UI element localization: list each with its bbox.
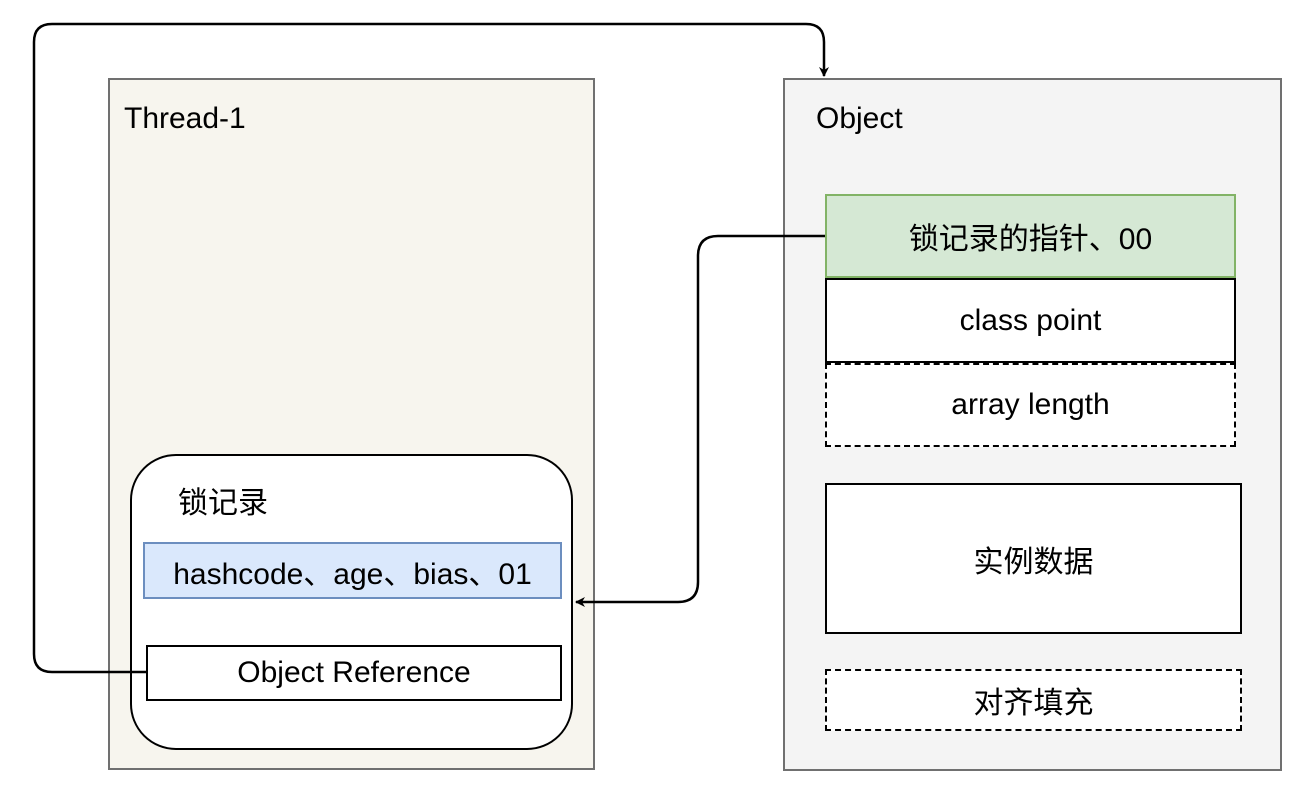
lock-pointer-field: 锁记录的指针、00 — [825, 194, 1236, 278]
displaced-mark-word-label: hashcode、age、bias、01 — [173, 557, 532, 591]
lock-pointer-arrow — [575, 234, 825, 607]
array-length-field: array length — [825, 363, 1236, 447]
object-reference-arrow — [32, 22, 829, 674]
object-reference-label: Object Reference — [237, 656, 471, 689]
class-point-field: class point — [825, 278, 1236, 363]
instance-data-label: 实例数据 — [973, 545, 1094, 579]
class-point-label: class point — [959, 303, 1102, 337]
padding-box: 对齐填充 — [825, 669, 1242, 731]
lock-pointer-label: 锁记录的指针、00 — [908, 223, 1153, 256]
object-title: Object — [816, 102, 903, 135]
displaced-mark-word-box: hashcode、age、bias、01 — [143, 542, 562, 599]
thread-title: Thread-1 — [124, 102, 246, 135]
array-length-label: array length — [951, 388, 1110, 421]
lock-record-title: 锁记录 — [178, 487, 268, 520]
object-reference-box: Object Reference — [146, 645, 562, 701]
padding-label: 对齐填充 — [973, 687, 1094, 720]
instance-data-box: 实例数据 — [825, 483, 1242, 634]
